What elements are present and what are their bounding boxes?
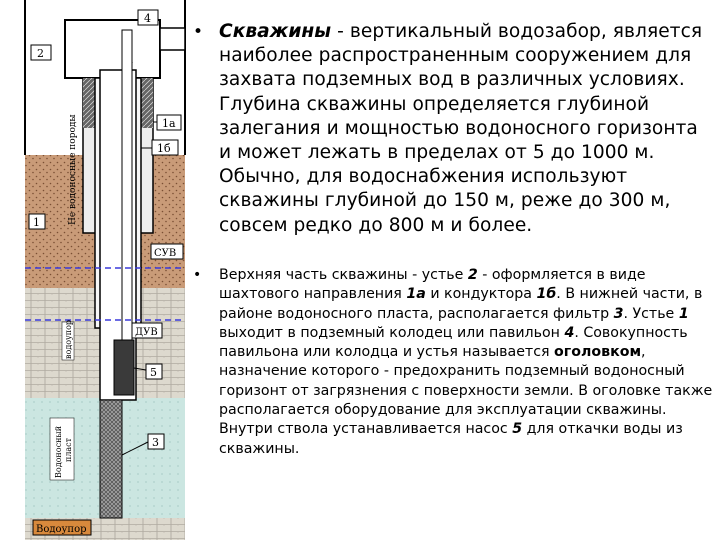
p2-seg-1: Верхняя часть скважины - устье (219, 267, 468, 283)
label-2: 2 (37, 47, 44, 60)
direction-hatch-right (141, 78, 153, 128)
term-wells: Скважины (219, 21, 332, 42)
label-5: 5 (150, 366, 157, 379)
term-headgear: оголовком (554, 344, 642, 361)
p2-seg-5: . Устье (623, 305, 679, 322)
aquifer-label-box (49, 417, 75, 481)
paragraph-1-text: Скважины - вертикальный водозабор, являе… (219, 20, 713, 238)
p2-ref-1: 1 (678, 305, 689, 322)
bullet-1: • (193, 22, 204, 42)
p2-seg-8: , назначение которого - предохранить под… (219, 344, 713, 438)
wellhead-block (64, 19, 161, 79)
label-box-duv (131, 322, 163, 339)
p2-seg-6: выходит в подземный колодец или павильон (219, 324, 565, 341)
paragraph-wellhead: • Верхняя часть скважины - устье 2 - офо… (193, 266, 713, 459)
aquiclude-mid-box (61, 321, 75, 361)
p2-ref-3: 3 (613, 305, 624, 322)
p2-seg-9: для откачки воды из скважины. (219, 421, 683, 457)
label-1a: 1а (162, 117, 176, 130)
p2-seg-3: и кондуктора (425, 286, 537, 303)
paragraph-1-body: - вертикальный водозабор, является наибо… (219, 21, 703, 236)
label-aquifer-line2: пласт (64, 437, 73, 462)
label-box-aquiclude-bottom (32, 519, 92, 536)
label-aquiclude-bottom: Водоупор (36, 524, 87, 535)
paragraph-wells: • Скважины - вертикальный водозабор, явл… (193, 20, 713, 238)
label-impermeable-rocks: Не водоносные породы (68, 114, 78, 225)
discharge-pipe (159, 27, 186, 51)
p2-ref-2: 2 (467, 267, 478, 283)
filter (99, 399, 123, 519)
label-box-4 (137, 9, 159, 26)
p2-ref-4: 4 (564, 324, 575, 341)
label-1b: 1б (157, 142, 171, 155)
leader-3 (121, 441, 149, 456)
label-box-5 (145, 363, 163, 380)
paragraph-2-text: Верхняя часть скважины - устье 2 - оформ… (219, 266, 713, 459)
p2-ref-1a: 1а (406, 286, 426, 303)
label-box-suv (150, 243, 184, 260)
bullet-2: • (193, 267, 202, 283)
label-box-2 (30, 44, 52, 61)
pavilion-outline (24, 0, 186, 155)
riser-pipe (121, 29, 133, 371)
direction-hatch-left (83, 78, 95, 128)
well-diagram: Не водоносные породы водоупор Водоносный… (24, 0, 186, 540)
p2-seg-7: . Совокупность павильона или колодца и у… (219, 324, 688, 361)
label-duv: ДУВ (135, 327, 158, 338)
p2-seg-4: . В нижней части, в районе водоносного п… (219, 286, 703, 322)
leader-5 (133, 367, 147, 371)
label-3: 3 (152, 436, 159, 449)
p2-ref-1b: 1б (536, 286, 557, 303)
label-aquiclude-mid: водоупор (64, 320, 73, 359)
label-4: 4 (144, 12, 151, 25)
label-aquifer-line1: Водоносный (54, 426, 63, 478)
label-suv: СУВ (154, 248, 176, 259)
label-box-3 (147, 433, 165, 450)
label-1: 1 (33, 216, 40, 229)
pump (113, 339, 135, 396)
p2-ref-5: 5 (512, 421, 523, 438)
label-box-1 (28, 213, 46, 230)
p2-seg-2: - оформляется в виде шахтового направлен… (219, 267, 646, 303)
